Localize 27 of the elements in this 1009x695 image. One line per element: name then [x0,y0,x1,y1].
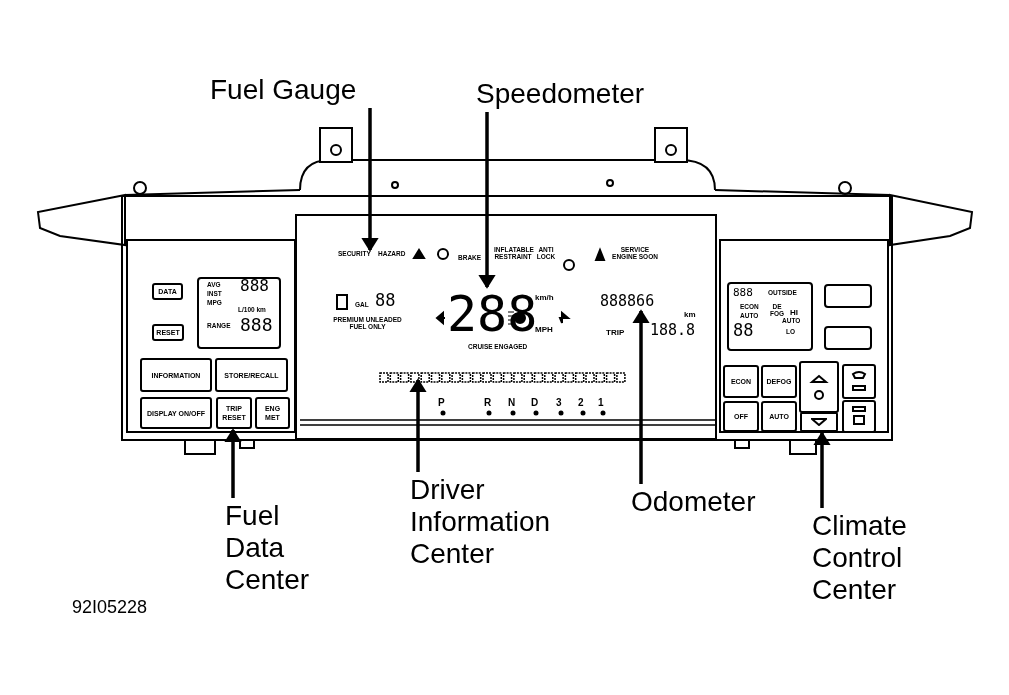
gear-indicator: R [484,398,492,409]
leader-arrow [361,108,379,252]
gear-indicator: D [531,398,539,409]
leader-arrow [409,378,427,472]
segment-display: 888 [733,287,753,299]
leader-arrow [813,431,831,508]
segment-display: 88 [733,322,754,340]
gear-indicator: 1 [598,398,604,409]
gear-indicator: N [508,398,516,409]
odometer-display: 888866 [600,294,655,310]
leader-arrow [632,309,650,484]
unit-label: km [684,311,696,320]
segment-display: 88 [375,292,396,310]
segment-display: 188.8 [650,323,696,339]
leader-arrow [478,112,496,289]
unit-label: MPH [535,326,553,335]
segment-display: 888 [240,316,273,335]
gear-indicator: 2 [578,398,584,409]
display-label: HI [790,309,798,318]
leader-arrow [224,428,242,498]
down-arrow-button [800,412,838,432]
segment-display: 888 [240,278,269,295]
figure-number: 92I05228 [72,598,148,617]
gear-indicator: P [438,398,445,409]
indicator-label: TRIP [606,329,625,338]
unit-label: km/h [535,294,554,303]
gear-indicator: 3 [556,398,562,409]
